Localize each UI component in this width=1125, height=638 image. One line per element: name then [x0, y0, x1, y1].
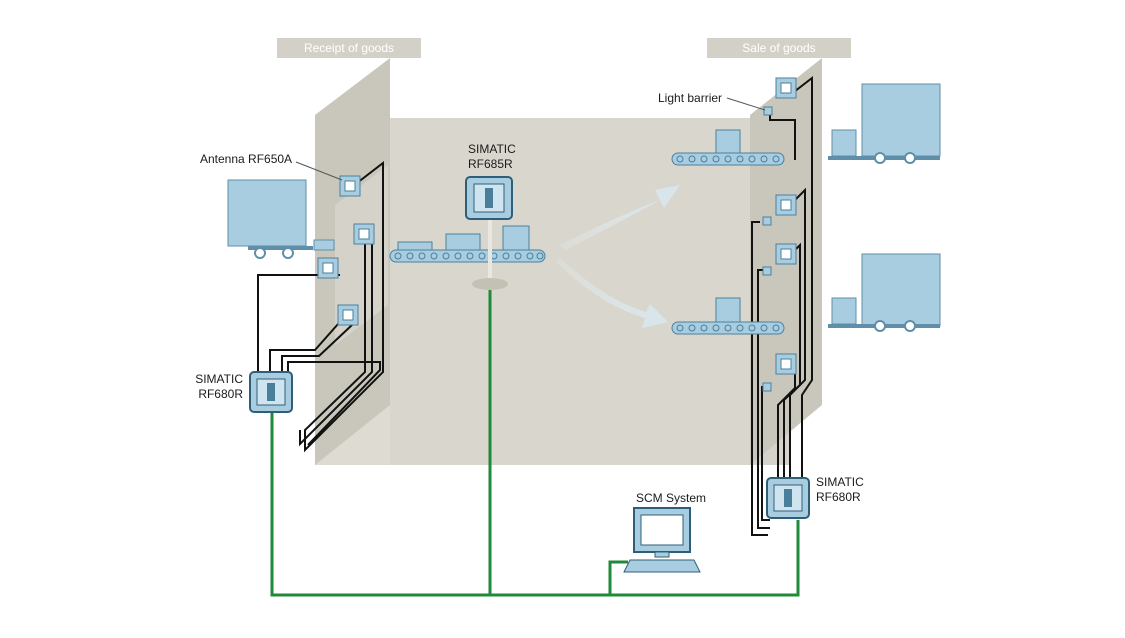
conveyor-right-upper: [671, 129, 785, 166]
scm-label: SCM System: [636, 491, 706, 505]
truck-right-upper: [828, 83, 941, 164]
rf685r-label-line2: RF685R: [468, 157, 513, 171]
antenna-label: Antenna RF650A: [200, 152, 292, 166]
rf680r-right-label-line1: SIMATIC: [816, 475, 864, 489]
conveyor-right-lower: [671, 297, 785, 335]
light-barrier-pointer-line: [726, 97, 766, 111]
antenna-left-4: [337, 304, 359, 326]
conveyor-center: [389, 218, 546, 290]
antenna-right-2: [775, 194, 797, 216]
reader-rf680r-right: [766, 477, 810, 519]
rf680r-right-label-line2: RF680R: [816, 490, 861, 504]
light-barrier-label: Light barrier: [658, 91, 722, 105]
sale-header-bg: [707, 38, 851, 58]
rf685r-label-line1: SIMATIC: [468, 142, 516, 156]
antenna-right-4: [775, 353, 797, 375]
antenna-right-3: [775, 243, 797, 265]
flow-arrow-upper: [560, 185, 680, 250]
antenna-left-2: [353, 223, 375, 245]
antenna-pointer-line: [295, 161, 343, 181]
reader-rf685r: [465, 176, 513, 220]
network-lines: [270, 290, 800, 597]
rf680r-left-label-line1: SIMATIC: [195, 372, 243, 386]
antenna-left-3: [317, 257, 339, 279]
left-wall-door: [335, 165, 388, 345]
rf680r-left-label-line2: RF680R: [198, 387, 243, 401]
truck-right-lower: [828, 253, 941, 332]
light-barriers: [762, 106, 773, 392]
antenna-left-1: [339, 175, 361, 197]
truck-left: [227, 179, 335, 259]
floor-area: [315, 118, 790, 465]
computer-icon: [623, 507, 701, 573]
sale-header: Sale of goods: [742, 41, 815, 55]
receipt-header-bg: [277, 38, 421, 58]
antenna-right-1: [775, 77, 797, 99]
receipt-header: Receipt of goods: [304, 41, 394, 55]
flow-arrow-lower: [556, 258, 668, 328]
reader-rf680r-left: [249, 371, 293, 413]
